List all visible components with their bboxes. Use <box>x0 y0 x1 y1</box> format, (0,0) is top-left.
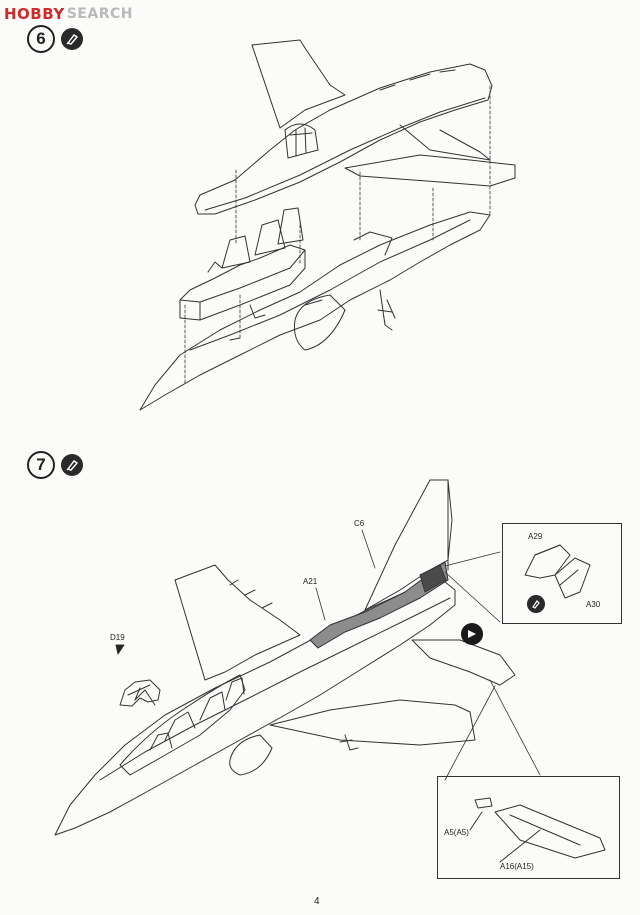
inset-tail-parts <box>524 544 591 599</box>
flip-over-icon <box>461 623 483 645</box>
watermark-rest: SEARCH <box>66 6 133 22</box>
watermark-brand: HOBBY <box>4 5 65 23</box>
watermark-logo: HOBBY SEARCH <box>4 4 133 24</box>
label-a29: A29 <box>528 532 543 541</box>
cockpit-tub-part <box>179 207 306 321</box>
label-a21: A21 <box>303 577 318 586</box>
glue-drop-icon <box>527 595 545 613</box>
step-7-header: 7 <box>27 451 83 479</box>
inset-wing-parts <box>469 797 606 863</box>
label-a30: A30 <box>586 600 601 609</box>
step-number-7: 7 <box>27 451 55 479</box>
glue-drop-icon <box>61 454 83 476</box>
step-6-header: 6 <box>27 25 83 53</box>
label-a5: A5(A5) <box>444 828 469 837</box>
leader-lines-7 <box>315 529 541 781</box>
glue-drop-icon <box>61 28 83 50</box>
inset-box-tail <box>502 523 622 624</box>
inset-box-wing <box>437 776 620 879</box>
upper-fuselage-part <box>194 39 516 215</box>
assembled-aircraft <box>54 479 516 836</box>
canopy-part-d19 <box>115 644 161 707</box>
label-a16: A16(A15) <box>500 862 534 871</box>
step-number-6: 6 <box>27 25 55 53</box>
label-c6: C6 <box>354 519 365 528</box>
lower-fuselage-part <box>139 211 491 411</box>
label-d19: D19 <box>110 633 125 642</box>
page-number: 4 <box>314 896 320 907</box>
